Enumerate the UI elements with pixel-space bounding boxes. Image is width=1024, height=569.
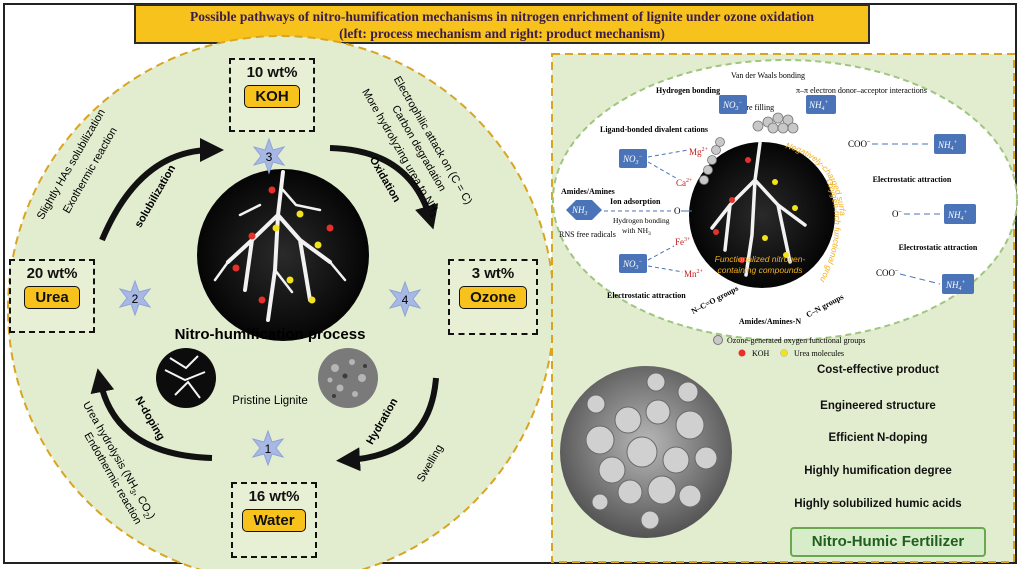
arrow-oxidation xyxy=(329,145,439,230)
reagent-water-pct: 16 wt% xyxy=(248,488,300,505)
property-engineered-structure: Engineered structure xyxy=(820,400,936,412)
reagent-urea-box: 20 wt% Urea xyxy=(9,259,95,333)
hbond-label: Hydrogen bonding xyxy=(656,86,720,95)
reagent-water-chip: Water xyxy=(242,509,306,532)
vdw-label: Van der Waals bonding xyxy=(731,71,805,80)
legend-urea-label: Urea molecules xyxy=(794,349,844,358)
elec-attraction-right-2: Electrostatic attraction xyxy=(899,243,978,252)
note-urea-c: ) xyxy=(145,512,157,521)
step-star-4 xyxy=(388,280,422,318)
amides-label: Amides/Amines xyxy=(561,187,615,196)
pore-label: Pore filling xyxy=(738,103,774,112)
ion-nh4-right-3: NH4+ xyxy=(942,274,974,294)
title-line-2: (left: process mechanism and right: prod… xyxy=(339,26,665,41)
mn-ion: Mn2+ xyxy=(684,269,704,279)
title-line-1: Possible pathways of nitro-humification … xyxy=(189,9,815,24)
legend-koh-marker xyxy=(738,349,746,357)
ion-nh4-right-2: NH4+ xyxy=(944,204,976,224)
elec-attraction-right-1: Electrostatic attraction xyxy=(873,175,952,184)
nitro-humic-fertilizer-label: Nitro-Humic Fertilizer xyxy=(790,527,986,557)
step-2-number: 2 xyxy=(132,292,139,306)
sem-image xyxy=(560,366,732,538)
pristine-lignite-label: Pristine Lignite xyxy=(232,395,307,407)
note-hydrolyzing-urea-sub: 3 xyxy=(428,211,438,220)
fe-ion: Fe3+ xyxy=(675,237,691,247)
svg-text:NO3−: NO3− xyxy=(722,100,743,112)
step-3-number: 3 xyxy=(266,150,273,164)
reagent-ozone-pct: 3 wt% xyxy=(471,265,515,282)
cracked-lignite-image xyxy=(156,348,216,408)
reagent-koh-box: 10 wt% KOH xyxy=(229,58,315,132)
reagent-ozone-chip: Ozone xyxy=(459,286,527,309)
svg-text:NH4+: NH4+ xyxy=(808,100,829,112)
amides-n-label: Amides/Amines-N xyxy=(739,317,801,326)
reagent-ozone-box: 3 wt% Ozone xyxy=(448,259,538,335)
func-n-label-2: containing compounds xyxy=(717,265,803,275)
note-urea-sub2: 2 xyxy=(141,511,151,520)
note-urea-sub3: 3 xyxy=(127,487,137,496)
property-cost-effective: Cost-effective product xyxy=(816,364,940,376)
reagent-koh-chip: KOH xyxy=(244,85,300,108)
property-efficient-ndoping: Efficient N-doping xyxy=(828,432,928,444)
arrow-ndoping xyxy=(90,368,213,461)
ion-adsorption-label: Ion adsorption xyxy=(610,197,661,206)
o-anion-left: O xyxy=(674,206,681,216)
property-solubilized-humic-acids: Highly solubilized humic acids xyxy=(794,498,962,510)
elec-attraction-left: Electrostatic attraction xyxy=(607,291,686,300)
ion-no3-left-bottom: NO3− xyxy=(619,254,647,273)
coo-bottom: COO– xyxy=(876,268,899,278)
ion-nh4-top: NH4+ xyxy=(806,95,836,114)
lignite-particle-process xyxy=(197,169,369,341)
reagent-water-box: 16 wt% Water xyxy=(231,482,317,558)
lignite-particle-product xyxy=(689,141,835,288)
svg-text:NH4+: NH4+ xyxy=(945,280,966,292)
step-star-2 xyxy=(118,279,152,317)
arrow-hydration xyxy=(336,377,439,472)
reagent-koh-pct: 10 wt% xyxy=(246,64,298,81)
pipi-label: π–π electron donor–acceptor interactions xyxy=(796,86,927,95)
svg-text:NH4+: NH4+ xyxy=(947,210,968,222)
ca-ion: Ca2+ xyxy=(676,178,693,188)
svg-text:NH4+: NH4+ xyxy=(937,140,958,152)
svg-text:NH3: NH3 xyxy=(571,205,588,217)
step-4-number: 4 xyxy=(402,293,409,307)
ion-no3-top: NO3− xyxy=(719,95,747,114)
svg-text:NO3−: NO3− xyxy=(622,154,643,166)
pore-filling-spheres xyxy=(699,112,799,185)
o-anion-right: O– xyxy=(892,209,903,219)
ion-no3-left-top: NO3− xyxy=(619,149,647,168)
step-1-number: 1 xyxy=(265,442,272,456)
legend-koh-label: KOH xyxy=(752,349,770,358)
arrow-solubilization xyxy=(99,138,224,242)
legend-ozone-marker xyxy=(713,335,723,345)
property-humification-degree: Highly humification degree xyxy=(804,465,952,477)
ion-nh3-radical: NH3 xyxy=(566,200,602,220)
legend-ozone-label: Ozone-generated oxygen functional groups xyxy=(727,336,865,345)
pristine-lignite-image xyxy=(318,348,378,408)
ion-nh4-right-1: NH4+ xyxy=(934,134,966,154)
rns-label: RNS free radicals xyxy=(559,230,616,239)
step-star-3 xyxy=(252,137,286,175)
reagent-urea-chip: Urea xyxy=(24,286,80,309)
svg-text:NO3−: NO3− xyxy=(622,259,643,271)
step-star-1 xyxy=(251,429,285,467)
process-center-label: Nitro-humification process xyxy=(175,326,366,343)
legend-urea-marker xyxy=(780,349,788,357)
hbond-nh3-label: Hydrogen bonding xyxy=(613,216,670,225)
coo-top: COO– xyxy=(848,139,871,149)
reagent-urea-pct: 20 wt% xyxy=(26,265,78,282)
func-n-label-1: Functionalized nitrogen- xyxy=(715,254,806,264)
mg-ion: Mg2+ xyxy=(689,147,709,157)
ligand-label: Ligand-bonded divalent cations xyxy=(600,125,708,134)
with-nh3-label: with NH3 xyxy=(622,226,651,237)
